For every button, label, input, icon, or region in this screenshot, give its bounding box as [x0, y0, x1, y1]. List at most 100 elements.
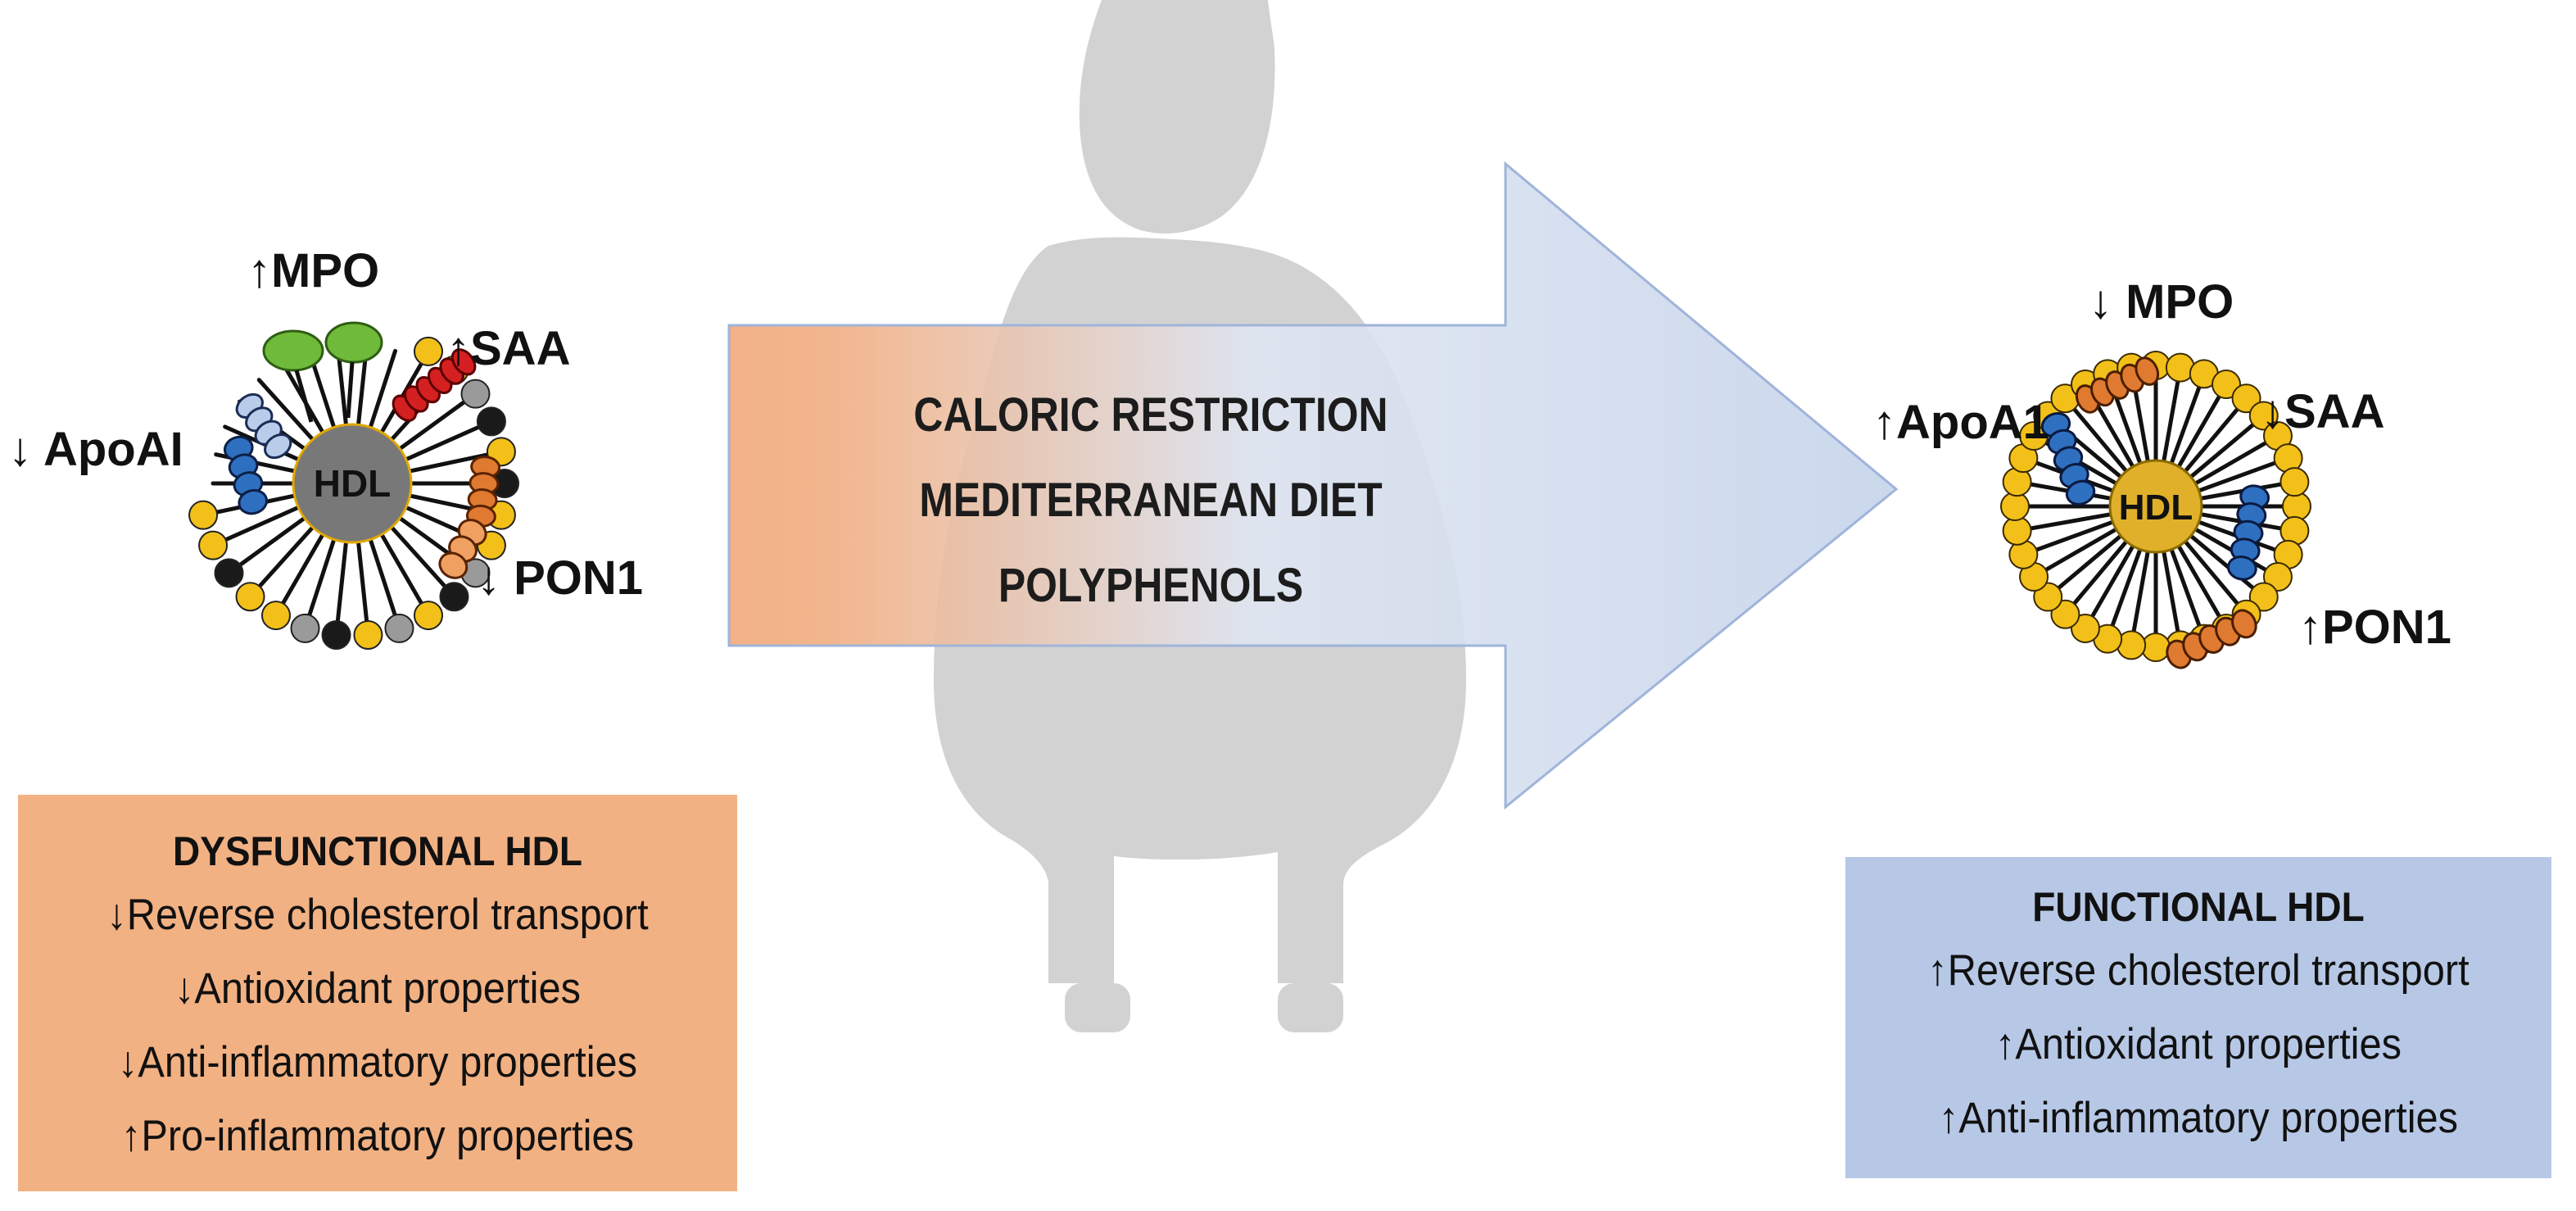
pon1-helix-icon	[465, 456, 501, 528]
functional-property: ↑Anti-inflammatory properties	[1938, 1094, 2459, 1142]
pon1-helix-icon	[2135, 356, 2160, 386]
lipid-tail	[335, 542, 348, 624]
lipid-tail	[223, 506, 299, 542]
apoa-label: ↑ApoA1	[1872, 396, 2049, 449]
functional-hdl-box: FUNCTIONAL HDL ↑Reverse cholesterol tran…	[1845, 857, 2551, 1178]
pon1-helix-icon	[2075, 356, 2160, 414]
lipid-tail	[399, 399, 468, 451]
lipid-tail	[2170, 549, 2203, 630]
lipid-head	[2141, 633, 2171, 662]
lipid-tail	[405, 424, 482, 461]
intervention-line: POLYPHENOLS	[998, 559, 1304, 612]
mpo-oval-icon	[324, 321, 383, 364]
lipid-tail	[256, 378, 314, 441]
lipid-head	[2000, 492, 2030, 521]
dysfunctional-hdl-particle-icon: HDL	[188, 321, 519, 650]
lipid-head	[476, 406, 506, 437]
lipid-head	[261, 601, 291, 631]
mpo-label: ↓ MPO	[2089, 275, 2234, 329]
mpo-oval-icon	[262, 329, 324, 372]
hdl-core-label: HDL	[2119, 488, 2193, 528]
apoa-helix-icon	[2040, 412, 2096, 506]
intervention-line: CALORIC RESTRICTION	[913, 388, 1388, 442]
saa-label: ↓SAA	[2261, 385, 2384, 438]
apoa-helix-icon	[264, 433, 292, 460]
lipid-tail	[256, 526, 314, 589]
lipid-head	[414, 601, 443, 631]
dysfunctional-property: ↓Reverse cholesterol transport	[106, 891, 649, 939]
lipid-tail	[2170, 383, 2203, 464]
lipid-tail	[2131, 551, 2150, 637]
pon1-helix-icon	[438, 551, 469, 579]
lipid-head	[290, 613, 320, 643]
lipid-tail	[306, 538, 336, 619]
lipid-tail	[2184, 540, 2242, 608]
lipid-head	[2033, 582, 2063, 612]
pon1-helix-icon	[438, 456, 501, 579]
lipid-tail	[2041, 528, 2117, 574]
lipid-head	[2279, 467, 2310, 497]
lipid-head	[460, 379, 491, 409]
apoa-helix-icon	[2065, 479, 2096, 506]
lipid-tail	[237, 516, 306, 568]
pon1-helix-icon	[2231, 609, 2257, 639]
functional-hdl-particle-icon: HDL	[2000, 351, 2311, 669]
lipid-tail	[2109, 549, 2142, 630]
intervention-line: MEDITERRANEAN DIET	[919, 474, 1383, 527]
pon1-label: ↑PON1	[2298, 601, 2452, 654]
apoa-helix-icon	[2226, 484, 2270, 581]
mpo-label: ↑MPO	[247, 244, 379, 297]
pon1-label: ↓ PON1	[477, 551, 643, 605]
dysfunctional-hdl-title: DYSFUNCTIONAL HDL	[172, 828, 583, 874]
saa-helix-icon	[450, 348, 477, 376]
apoa-helix-icon	[223, 435, 269, 515]
lipid-head	[2282, 492, 2311, 521]
lipid-tail	[2184, 405, 2242, 473]
lipid-tail	[2162, 376, 2180, 462]
functional-property: ↑Reverse cholesterol transport	[1927, 946, 2470, 995]
intervention-text: CALORIC RESTRICTION MEDITERRANEAN DIET P…	[831, 373, 1470, 628]
lipid-head	[2262, 562, 2293, 592]
lipid-head	[353, 619, 383, 650]
functional-property: ↑Antioxidant properties	[1994, 1020, 2402, 1068]
lipid-tail	[2189, 534, 2257, 592]
dysfunctional-hdl-box: DYSFUNCTIONAL HDL ↓Reverse cholesterol t…	[18, 795, 737, 1191]
hdl-core-label: HDL	[314, 462, 392, 505]
apoa-helix-icon	[235, 392, 292, 460]
lipid-head	[439, 582, 469, 612]
lipid-tail	[369, 538, 398, 619]
apoa-helix-icon	[238, 488, 269, 515]
lipid-tail	[2054, 534, 2122, 592]
lipid-tail	[2194, 439, 2270, 485]
lipid-head	[2212, 370, 2241, 400]
dysfunctional-property: ↑Pro-inflammatory properties	[121, 1112, 634, 1160]
saa-label: ↑SAA	[446, 322, 570, 375]
saa-helix-icon	[392, 348, 477, 422]
apoa-helix-icon	[223, 392, 292, 515]
lipid-head	[188, 500, 219, 530]
lipid-tail	[356, 542, 369, 624]
lipid-tail	[380, 533, 424, 606]
lipid-head	[321, 619, 351, 650]
lipid-tail	[409, 452, 491, 474]
lipid-tail	[2162, 551, 2180, 637]
pon1-helix-icon	[438, 519, 487, 579]
lipid-tail	[2026, 512, 2112, 531]
lipid-tail	[2070, 405, 2128, 473]
lipid-head	[2248, 401, 2279, 431]
lipid-head	[235, 582, 265, 612]
dysfunctional-property: ↓Antioxidant properties	[174, 964, 581, 1013]
apoa-helix-icon	[2226, 556, 2257, 581]
lipid-tail	[2177, 392, 2223, 468]
lipid-head	[198, 530, 229, 560]
lipid-tail	[280, 533, 324, 606]
lipid-head	[414, 336, 443, 366]
lipid-head	[384, 613, 414, 643]
lipid-tail	[2177, 545, 2223, 621]
lipid-head	[2002, 515, 2032, 546]
lipid-tail	[2032, 520, 2113, 553]
lipid-tail	[391, 526, 448, 589]
hdl-core	[292, 423, 413, 544]
lipid-tail	[2070, 540, 2128, 608]
